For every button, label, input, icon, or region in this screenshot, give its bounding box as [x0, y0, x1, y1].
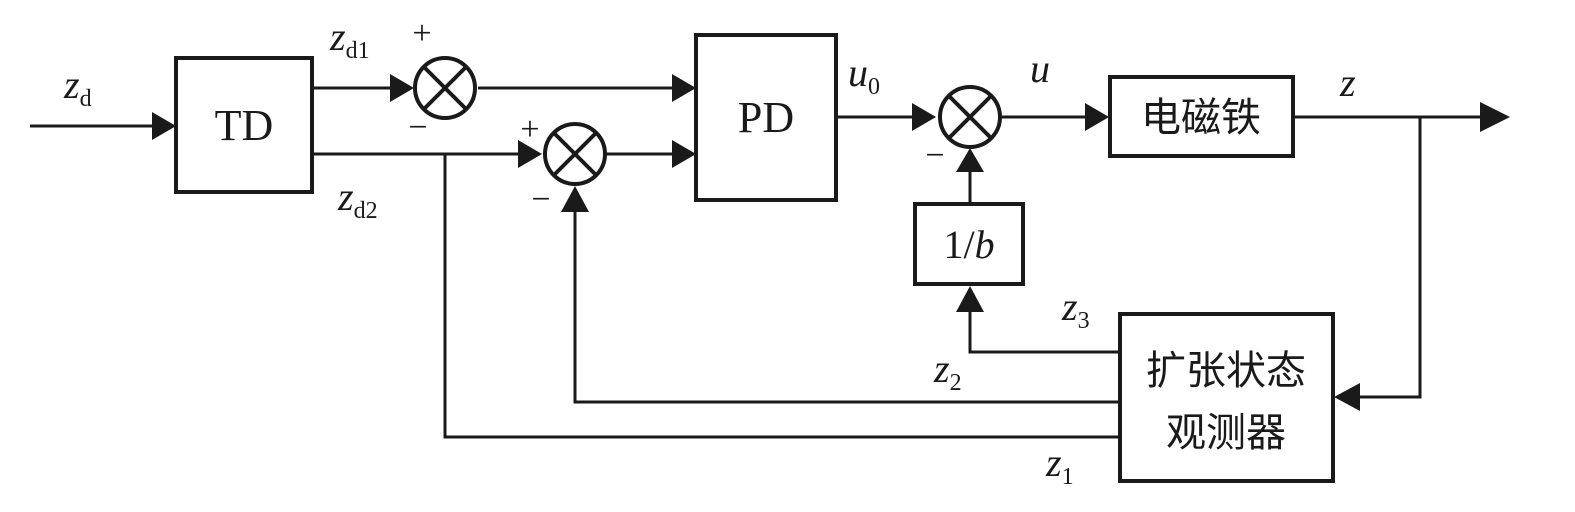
eso-block: [1118, 312, 1335, 483]
sum-junction-3: [938, 85, 1002, 149]
arrow-into-magnet: [1085, 103, 1109, 131]
gain-label: 1/b: [943, 222, 994, 267]
arrow-into-sum2-bottom: [561, 186, 589, 212]
signal-z: z: [1339, 60, 1356, 105]
sum2-plus-sign: +: [520, 111, 539, 148]
sum-junction-2: [543, 122, 607, 186]
signal-zd2: zd2: [337, 174, 378, 224]
arrow-into-sum2: [518, 140, 542, 168]
pd-label: PD: [738, 93, 794, 142]
sum1-minus-sign: −: [408, 109, 427, 146]
eso-label-line1: 扩张状态: [1146, 348, 1306, 394]
z1-feedback-wire: [443, 154, 1120, 439]
electromagnet-label: 电磁铁: [1141, 95, 1261, 141]
arrow-into-pd-top: [672, 74, 696, 102]
eso-label-line2: 观测器: [1166, 410, 1286, 456]
arrow-into-sum3-bottom: [956, 148, 984, 172]
arrow-into-sum3: [912, 103, 936, 131]
pd-block: [694, 33, 838, 202]
signal-z3: z3: [1061, 284, 1090, 334]
td-block: [174, 56, 314, 194]
gain-numerator: 1/: [943, 222, 975, 267]
sum1-plus-sign: +: [412, 15, 431, 52]
td-label: TD: [215, 101, 274, 150]
signal-zd1: zd1: [329, 14, 370, 64]
z-feedback-wire: [1360, 117, 1422, 399]
signal-z2: z2: [933, 346, 962, 396]
arrow-output: [1480, 102, 1510, 132]
arrow-into-sum1: [390, 74, 414, 102]
electromagnet-block: [1108, 75, 1295, 158]
arrow-into-eso: [1334, 383, 1360, 411]
z3-feedback-wire: [968, 312, 1120, 354]
arrow-into-gain: [956, 286, 984, 312]
signal-u0: u0: [848, 50, 880, 100]
sum2-minus-sign: −: [531, 181, 550, 218]
signal-u: u: [1030, 46, 1050, 91]
signal-z1: z1: [1045, 440, 1074, 490]
sum3-minus-sign: −: [925, 137, 944, 174]
sum-junction-1: [413, 56, 477, 120]
signal-zd: zd: [63, 62, 92, 112]
gain-block: [913, 202, 1025, 286]
arrow-into-td: [152, 112, 176, 140]
z2-feedback-wire: [573, 212, 1120, 404]
arrow-into-pd-bottom: [672, 140, 696, 168]
gain-variable: b: [975, 222, 995, 267]
